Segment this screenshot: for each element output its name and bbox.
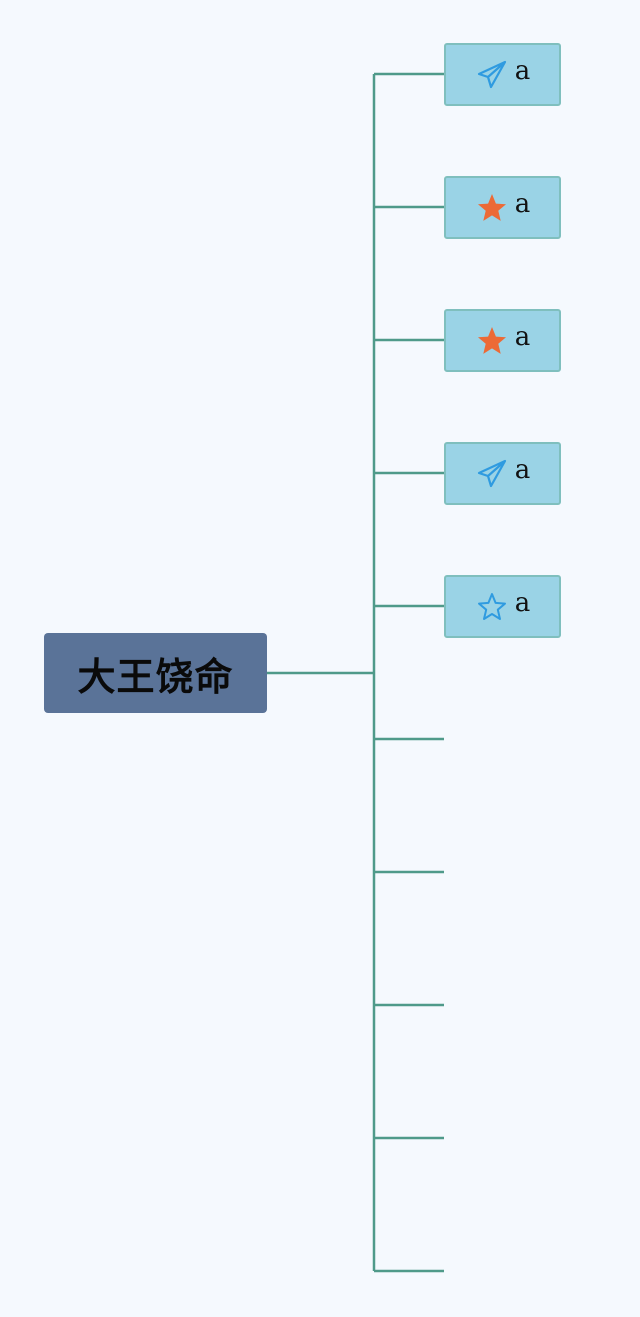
branch-node-label: a [514,55,531,86]
paper-plane-icon [475,457,509,491]
paper-plane-icon [475,58,509,92]
root-node-label: 大王饶命 [77,654,234,699]
branch-node-1[interactable]: a [444,43,561,106]
branch-node-label: a [514,321,531,352]
branch-node-label: a [514,188,531,219]
star-filled-icon [475,191,509,225]
branch-node-5[interactable]: a [444,575,561,638]
root-node[interactable]: 大王饶命 [44,633,267,713]
branch-node-label: a [514,587,531,618]
branch-node-label: a [514,454,531,485]
star-outline-icon [475,590,509,624]
branch-node-4[interactable]: a [444,442,561,505]
branch-node-2[interactable]: a [444,176,561,239]
star-filled-icon [475,324,509,358]
branch-node-3[interactable]: a [444,309,561,372]
